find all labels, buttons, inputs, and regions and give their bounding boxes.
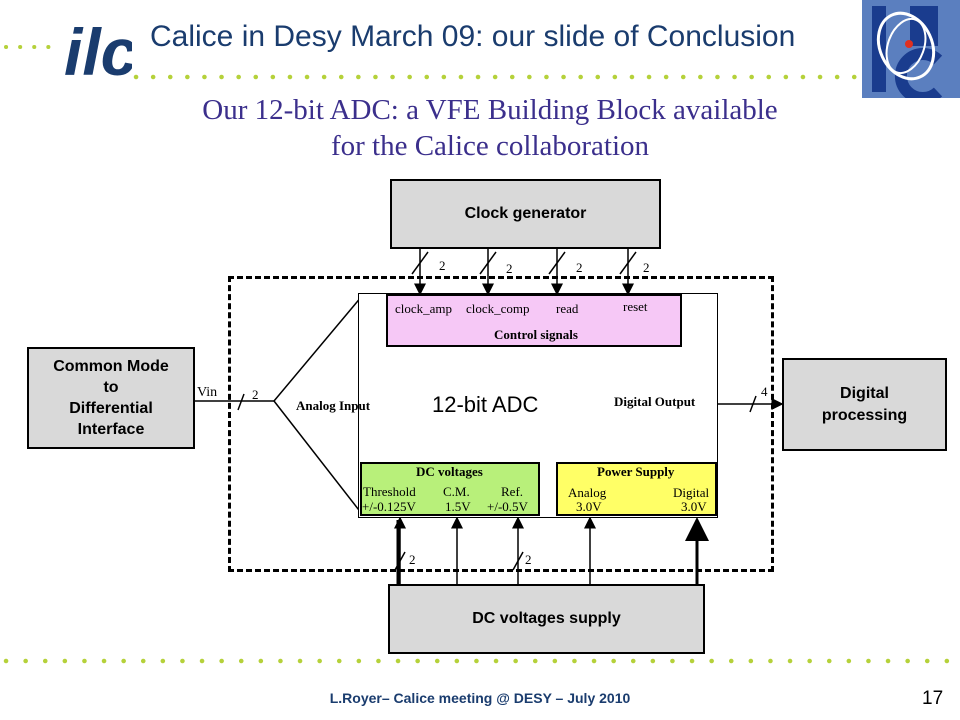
signal-clock-comp: clock_comp [466,301,530,316]
bus-width-clock-4: 2 [643,260,650,275]
clock-generator-label: Clock generator [464,205,587,222]
analog-supply-value: 3.0V [576,499,602,514]
footer-text: L.Royer– Calice meeting @ DESY – July 20… [329,690,631,706]
common-mode-line-2: to [103,379,119,396]
digital-processing-line-1: Digital [840,384,889,402]
signal-reset: reset [623,299,648,314]
bus-width-clock-3: 2 [576,260,583,275]
common-mode-line-1: Common Mode [53,358,169,375]
digital-supply-value: 3.0V [681,499,707,514]
digital-output-label: Digital Output [614,394,696,409]
vfe-block-boundary [228,276,774,572]
common-mode-box: Common Mode to Differential Interface [27,347,195,449]
cm-label: C.M. [443,484,470,499]
digital-processing-box: Digital processing [782,358,947,451]
dc-voltages-block [360,462,540,516]
slide-subtitle: Our 12-bit ADC: a VFE Building Block ava… [140,92,840,164]
dc-voltages-title: DC voltages [416,464,483,479]
bus-width-dc-1: 2 [409,552,416,567]
common-mode-line-4: Interface [77,421,145,438]
bus-width-digital-output: 4 [761,384,768,399]
adc-label: 12-bit ADC [432,392,539,417]
lpc-logo [862,0,960,104]
header-title: Calice in Desy March 09: our slide of Co… [150,20,796,53]
bus-width-clock-2: 2 [506,261,513,276]
subtitle-line-1: Our 12-bit ADC: a VFE Building Block ava… [202,94,778,126]
vin-label: Vin [197,385,218,400]
dc-voltages-supply-box: DC voltages supply [388,584,705,654]
bus-width-dc-2: 2 [525,552,532,567]
footer-dotted-line [3,658,958,664]
analog-supply-label: Analog [568,485,607,500]
power-supply-block [556,462,717,516]
bus-width-vin: 2 [252,387,259,402]
control-signals-block [386,294,682,347]
digital-processing-line-2: processing [821,406,908,424]
analog-input-label: Analog Input [296,398,371,413]
bus-width-clock-1: 2 [439,258,446,273]
header-dotted-line [133,74,858,80]
ref-value: +/-0.5V [487,499,528,514]
svg-text:ilc: ilc [64,15,132,85]
common-mode-line-3: Differential [69,400,153,417]
clock-generator-box: Clock generator [390,179,661,249]
digital-supply-label: Digital [673,485,710,500]
subtitle-line-2: for the Calice collaboration [330,130,650,162]
cm-value: 1.5V [445,499,471,514]
header-dotted-line-left [4,45,60,49]
power-supply-title: Power Supply [597,464,675,479]
signal-read: read [556,301,579,316]
ref-label: Ref. [501,484,524,499]
dc-voltages-supply-label: DC voltages supply [472,610,621,627]
ilc-logo: ilc [62,10,137,89]
signal-clock-amp: clock_amp [395,301,453,316]
control-signals-title: Control signals [494,327,578,342]
threshold-value: +/-0.125V [362,499,416,514]
page-number: 17 [922,688,944,709]
threshold-label: Threshold [363,484,416,499]
